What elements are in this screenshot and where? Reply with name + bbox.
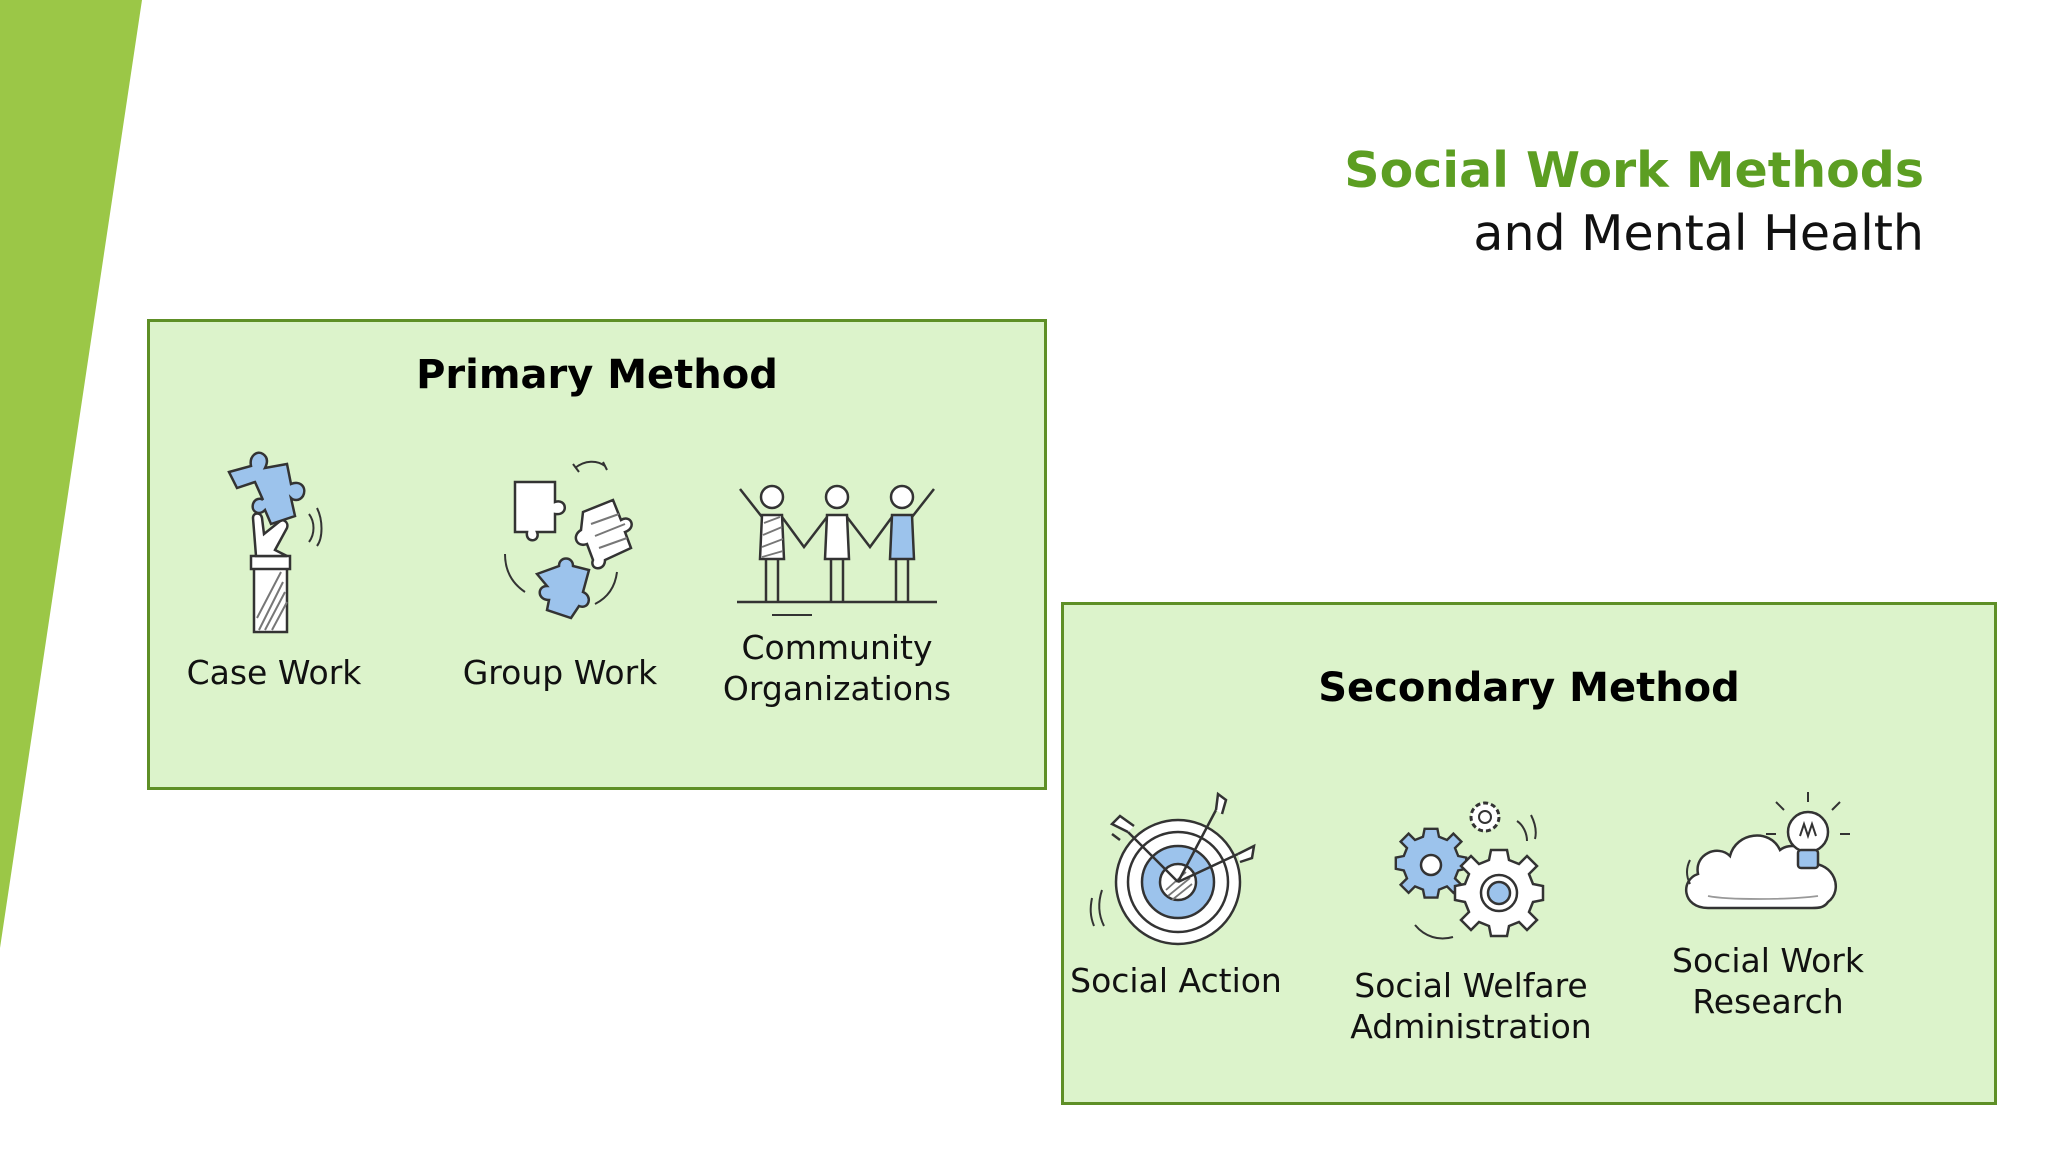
cloud-lightbulb-icon	[1684, 792, 1850, 910]
social-welfare-administration-item: Social Welfare Administration	[1341, 795, 1601, 1048]
title-sub: and Mental Health	[1473, 204, 1924, 262]
target-arrows-icon	[1089, 791, 1256, 946]
social-work-research-label: Social Work Research	[1672, 941, 1864, 1022]
social-action-item: Social Action	[1046, 790, 1306, 1001]
primary-method-heading: Primary Method	[416, 352, 778, 398]
primary-method-panel: Primary Method Case Work Group Work	[147, 319, 1047, 790]
accent-stripe	[0, 0, 142, 948]
social-welfare-administration-label: Social Welfare Administration	[1350, 966, 1592, 1047]
social-work-research-item: Social Work Research	[1638, 780, 1898, 1023]
community-organizations-item: Community Organizations	[707, 477, 967, 710]
hand-holding-puzzle-icon	[227, 451, 323, 634]
slide-title: Social Work Methods and Mental Health	[1344, 140, 1924, 265]
group-work-label: Group Work	[462, 653, 658, 692]
secondary-method-heading: Secondary Method	[1318, 665, 1740, 711]
gears-icon	[1394, 801, 1545, 940]
people-holding-hands-icon	[737, 484, 937, 616]
social-action-label: Social Action	[1070, 961, 1282, 1000]
puzzle-pieces-icon	[504, 460, 633, 620]
group-work-item: Group Work	[430, 442, 690, 693]
case-work-label: Case Work	[186, 653, 362, 692]
case-work-item: Case Work	[144, 442, 404, 693]
community-organizations-label: Community Organizations	[722, 628, 952, 709]
secondary-method-panel: Secondary Method Social Action	[1061, 602, 1997, 1105]
title-main: Social Work Methods	[1344, 142, 1924, 199]
